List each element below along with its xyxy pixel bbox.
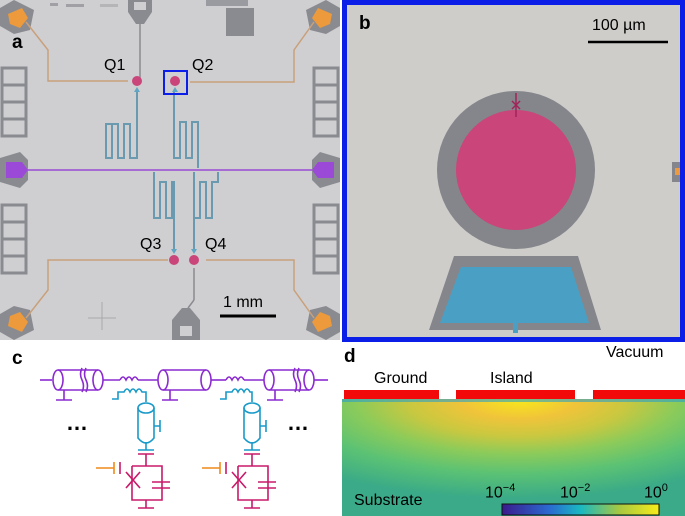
feedline	[0, 152, 340, 188]
bottom-center-pad	[172, 268, 200, 340]
corner-pad-tr	[306, 0, 340, 34]
qubit-Q1[interactable]	[132, 76, 142, 92]
flux-lines	[25, 21, 315, 319]
chip-logo-block	[226, 8, 254, 36]
island-electrode	[456, 390, 575, 399]
field-map	[342, 390, 685, 516]
feedline-transmission-lines	[40, 367, 328, 401]
qubit-label-Q3: Q3	[140, 236, 162, 253]
qubit-island	[456, 110, 576, 230]
qubit-label-Q1: Q1	[104, 57, 126, 74]
tick-base: 10	[485, 484, 503, 502]
zoom-highlight-box[interactable]	[163, 70, 188, 95]
qubit-label-Q2: Q2	[192, 57, 214, 74]
ground-electrode-left	[344, 390, 439, 399]
scale-bar-label-a: 1 mm	[223, 294, 263, 311]
josephson-junction	[511, 93, 521, 117]
corner-pad-tl	[0, 0, 34, 34]
tick-exponent: 0	[661, 482, 668, 494]
corner-pad-br	[306, 306, 340, 340]
side-pads	[0, 66, 340, 275]
qubit-Q2[interactable]	[170, 76, 180, 92]
colorbar-tick-1e0: 100	[644, 482, 668, 502]
qubit-Q4[interactable]	[189, 249, 199, 265]
panel-d-field-simulation: d Vacuum Ground Island Substrate 10−4 10…	[342, 342, 685, 516]
ellipsis-right: …	[287, 410, 309, 435]
qubit-label-Q4: Q4	[205, 236, 227, 253]
colorbar-tick-1e-4: 10−4	[485, 482, 515, 502]
qubit-Q3[interactable]	[169, 249, 179, 265]
panel-label-a: a	[12, 32, 23, 53]
island-label: Island	[490, 370, 533, 387]
panel-c-circuit: c … …	[0, 342, 340, 516]
corner-pad-bl	[0, 306, 34, 340]
alignment-cross	[88, 302, 116, 330]
tick-exponent: −4	[502, 482, 516, 494]
top-center-pad	[128, 0, 152, 80]
circuit-diagram	[40, 367, 328, 509]
ground-electrode-right	[593, 390, 685, 399]
vacuum-label: Vacuum	[606, 344, 664, 361]
readout-resonator-circuits	[112, 388, 267, 451]
qubit-circuits	[119, 453, 276, 509]
panel-label-b: b	[359, 13, 371, 34]
substrate-field	[342, 399, 685, 516]
chip-id-text	[206, 0, 248, 6]
colorbar	[501, 503, 660, 516]
ellipsis-left: …	[66, 410, 88, 435]
panel-a-chip-micrograph: a Q1 Q2 Q3 Q4 1 mm	[0, 0, 340, 340]
tick-exponent: −2	[577, 482, 591, 494]
colorbar-tick-1e-2: 10−2	[560, 482, 590, 502]
panel-label-c: c	[12, 348, 23, 369]
substrate-label: Substrate	[354, 492, 423, 509]
qubit-zoom-drawing	[429, 40, 680, 333]
panel-label-d: d	[344, 346, 356, 367]
tick-base: 10	[560, 484, 578, 502]
panel-b-qubit-zoom: b 100 µm	[342, 0, 685, 342]
scale-bar-label-b: 100 µm	[592, 17, 646, 34]
readout-coupler-pad	[440, 267, 589, 323]
ground-label: Ground	[374, 370, 428, 387]
chip-drawing	[0, 0, 340, 340]
tick-base: 10	[644, 484, 662, 502]
flux-bias-lines	[96, 462, 221, 474]
readout-resonators	[105, 90, 219, 250]
panel-b-image: b 100 µm	[347, 5, 680, 337]
